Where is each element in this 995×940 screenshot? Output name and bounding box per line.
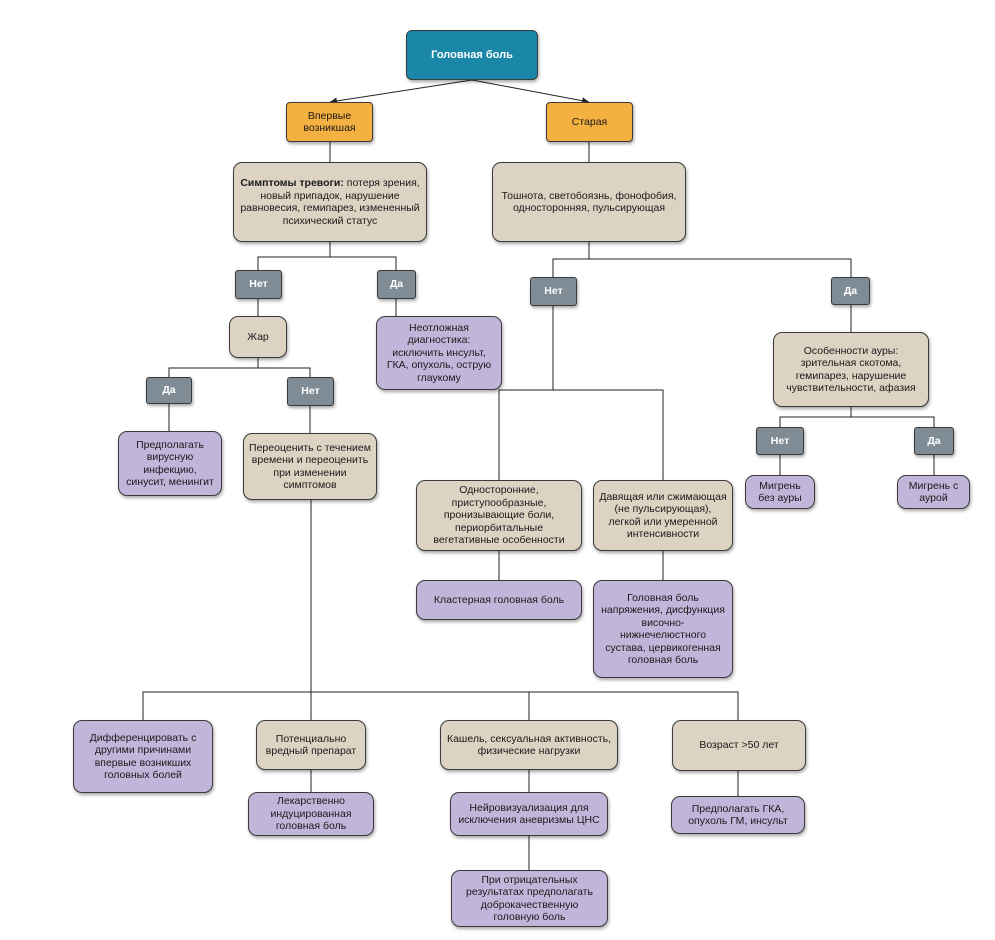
edge-net3-split xyxy=(498,389,664,480)
answer-no-nausea: Нет xyxy=(530,277,577,306)
answer-yes-aura: Да xyxy=(914,427,954,455)
reassess-node: Переоценить с течением времени и переоце… xyxy=(243,433,377,500)
migraine-with-aura-node: Мигрень с аурой xyxy=(897,475,970,509)
answer-yes-nausea: Да xyxy=(831,277,870,305)
edge-nausea-split xyxy=(552,258,852,277)
edge-root-old xyxy=(471,79,590,105)
migraine-without-aura-node: Мигрень без ауры xyxy=(745,475,815,509)
edge-aura-split xyxy=(779,416,935,427)
old-node: Старая xyxy=(546,102,633,142)
tension-headache-node: Головная боль напряжения, дисфункция вис… xyxy=(593,580,733,678)
cluster-headache-node: Кластерная головная боль xyxy=(416,580,582,620)
viral-infection-node: Предполагать вирусную инфекцию, синусит,… xyxy=(118,431,222,496)
edge-fever-split xyxy=(168,367,311,377)
new-onset-node: Впервые возникшая xyxy=(286,102,373,142)
harmful-drug-node: Потенциально вредный препарат xyxy=(256,720,366,770)
edge-reassess-split xyxy=(142,691,739,720)
answer-yes-alarm: Да xyxy=(377,270,416,299)
edge-alarm-split xyxy=(257,256,397,270)
alarm-text: потеря зрения, новый припадок, нарушение… xyxy=(240,177,420,227)
drug-induced-node: Лекарственно индуцированная головная бол… xyxy=(248,792,374,836)
answer-no-aura: Нет xyxy=(756,427,804,455)
unilateral-pain-node: Односторонние, приступообразные, пронизы… xyxy=(416,480,582,551)
pressing-pain-node: Давящая или сжимающая (не пульсирующая),… xyxy=(593,480,733,551)
fever-node: Жар xyxy=(229,316,287,358)
emergency-diagnostics-node: Неотложная диагностика: исключить инсуль… xyxy=(376,316,502,390)
answer-no-alarm: Нет xyxy=(235,270,282,299)
aura-features-node: Особенности ауры: зрительная скотома, ге… xyxy=(773,332,929,407)
alarm-title: Симптомы тревоги: xyxy=(240,177,344,189)
age-over-50-node: Возраст >50 лет xyxy=(672,720,806,771)
alarm-symptoms-node: Симптомы тревоги: потеря зрения, новый п… xyxy=(233,162,427,242)
neuroimaging-node: Нейровизуализация для исключения аневриз… xyxy=(450,792,608,836)
answer-yes-fever: Да xyxy=(146,377,192,404)
gca-tumor-stroke-node: Предполагать ГКА, опухоль ГМ, инсульт xyxy=(671,796,805,834)
cough-activity-node: Кашель, сексуальная активность, физическ… xyxy=(440,720,618,770)
edge-root-new xyxy=(329,79,473,105)
headache-root-node: Головная боль xyxy=(406,30,538,80)
benign-headache-node: При отрицательных результатах предполага… xyxy=(451,870,608,927)
differentiate-node: Дифференцировать с другими причинами впе… xyxy=(73,720,213,793)
nausea-photophobia-node: Тошнота, светобоязнь, фонофобия, односто… xyxy=(492,162,686,242)
answer-no-fever: Нет xyxy=(287,377,334,406)
